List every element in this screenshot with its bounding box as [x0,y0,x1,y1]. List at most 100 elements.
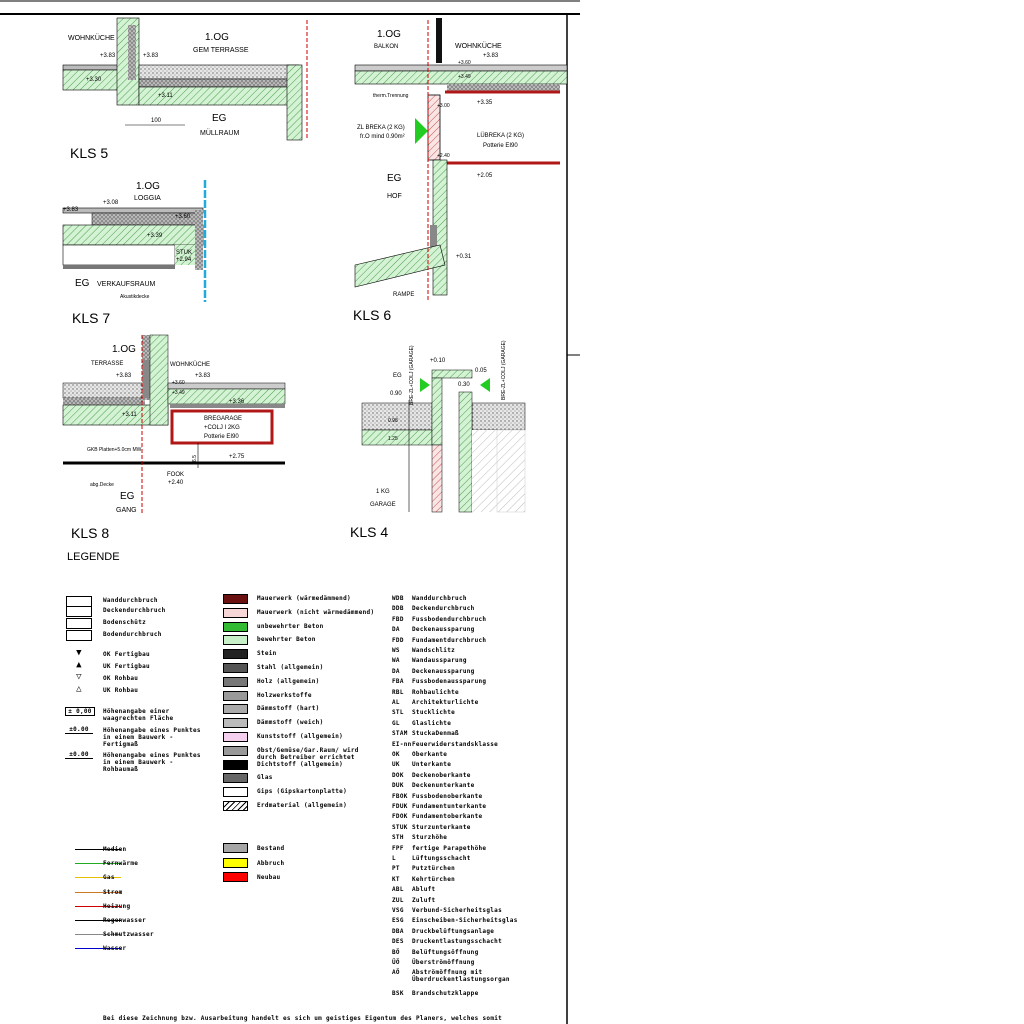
abbreviation-code: WA [392,657,400,665]
abbreviation-meaning: Abströmöffnung mit Überdruckentlastungso… [412,969,510,984]
abbreviation-code: FDOK [392,813,408,821]
abbreviation-meaning: Fundamentoberkante [412,813,483,821]
annotation: abg.Decke [90,482,114,488]
abbreviation-code: STH [392,834,404,842]
level-label: +3.83 [63,207,79,213]
annotation: therm.Trennung [373,93,409,99]
abbreviation-code: STL [392,709,404,717]
legend-symbol-label: Wanddurchbruch [103,597,158,604]
line-type-sample [75,863,121,865]
legend-symbol-label: Höhenangabe einer waagrechten Fläche [103,708,174,722]
floor-label: 1.OG [112,344,136,355]
line-type-sample [75,891,121,893]
level-label: 0.05 [475,368,487,374]
line-type-label: Schmutzwasser [103,931,154,939]
ceiling-opening-icon [66,606,92,617]
abbreviation-meaning: fertige Parapethöhe [412,844,487,852]
annotation: LÜBREKA (2 KG) [477,132,524,139]
detail-title: KLS 4 [350,524,388,540]
abbreviation-meaning: Wandaussparung [412,657,467,665]
level-label: +0.10 [430,358,446,364]
floor-shaft-icon [66,618,92,629]
annotation: +COLJ I 2KG [204,425,240,431]
legend-symbol-label: OK Rohbau [103,675,139,682]
legend-material-label: Kunststoff (allgemein) [257,733,344,740]
abbreviation-meaning: Abluft [412,886,436,894]
line-type-sample [75,877,121,879]
level-point-outline-icon: ±0.00 [65,751,93,759]
annotation: BRE-ZL+COLJ (GARAGE) [501,340,507,400]
level-label: 0.30 [458,382,470,388]
material-swatch [223,607,248,618]
line-type-sample [75,849,121,850]
level-label: +3.60 [175,214,191,220]
room-label: VERKAUFSRAUM [97,281,156,288]
abbreviation-meaning: Fundamentunterkante [412,803,487,810]
abbreviation-meaning: Lüftungsschacht [412,855,471,862]
legend-symbol-label: Höhenangabe eines Punktes in einem Bauwe… [103,752,201,773]
abbreviation-code: FBA [392,678,404,686]
material-swatch [223,732,248,742]
abbreviation-meaning: Deckenaussparung [412,626,475,634]
detail-kls5: WOHNKÜCHE 1.OG GEM TERRASSE +3.83 +3.83 … [62,17,308,161]
level-label: +2.05 [477,173,493,179]
level-label: 0.98 [388,418,398,424]
abbreviation-meaning: Architekturlichte [412,699,479,706]
legend-material-label: Mauerwerk (nicht wärmedämmend) [257,608,375,616]
floor-label: EG [393,373,402,379]
material-swatch [223,621,248,632]
room-label: BALKON [374,44,398,50]
abbreviation-meaning: Fussbodenoberkante [412,792,483,800]
legend-symbol-label: Höhenangabe eines Punktes in einem Bauwe… [103,727,201,748]
abbreviation-code: ZUL [392,896,404,904]
floor-label: EG [387,173,402,184]
abbreviation-meaning: Unterkante [412,761,452,769]
abbreviation-code: UK [392,761,400,769]
level-label: +0.31 [456,254,472,260]
room-label: GARAGE [370,502,396,508]
abbreviation-meaning: Sturzunterkante [412,823,471,831]
detail-kls6: 1.OG BALKON WOHNKÜCHE +3.60 +3.49 +3.83 … [353,18,568,323]
abbreviation-code: ESG [392,917,404,925]
detail-kls8: 6.5 1.OG TERRASSE WOHNKÜCHE +3.83 +3.83 … [62,334,286,563]
abbreviation-meaning: StuckaDenmaß [412,730,459,738]
abbreviation-code: PT [392,865,400,873]
room-label: LOGGIA [134,195,161,202]
level-box-icon: ± 0,00 [65,707,95,716]
abbreviation-meaning: Feuerwiderstandsklasse [412,740,499,748]
triangle-up-outline-icon: △ [76,684,82,694]
legend-material-label: Stein [257,650,277,658]
room-label: GANG [116,507,137,514]
line-type-sample [75,948,121,950]
line-type-label: Fernwärme [103,860,139,868]
room-label: MÜLLRAUM [200,129,239,137]
abbreviation-meaning: Oberkante [412,751,448,758]
material-swatch [223,663,248,673]
room-label: WOHNKÜCHE [68,34,115,42]
abbreviation-meaning: Deckenoberkante [412,771,471,779]
abbreviation-code: VSG [392,907,404,914]
level-label: +3.36 [229,399,245,405]
abbreviation-meaning: Sturzhöhe [412,834,448,842]
annotation: GKB Platten+5.0cm MW [87,447,142,453]
abbreviation-code: DUK [392,782,404,790]
abbreviation-meaning: Überströmöffnung [412,959,475,966]
status-label: Bestand [257,845,285,852]
abbreviation-code: DOK [392,771,404,779]
abbreviation-code: WDB [392,595,404,602]
abbreviation-meaning: Stucklichte [412,709,456,717]
abbreviation-code: ABL [392,886,404,894]
abbreviation-meaning: Rohbaulichte [412,688,459,696]
abbreviation-meaning: Fundamentdurchbruch [412,636,487,644]
level-label: 0.90 [390,391,402,397]
level-label: +2.40 [437,153,450,159]
level-label: +3.30 [86,77,102,83]
level-label: STUK [176,250,192,256]
annotation: BRE-ZL+COLJ (GARAGE) [409,345,415,405]
level-label: +3.39 [147,233,163,239]
level-label: +3.83 [116,373,132,379]
abbreviation-code: FBD [392,615,404,623]
floor-label: 1.OG [205,32,229,43]
material-swatch [223,649,248,660]
abbreviation-code: FDUK [392,803,408,810]
